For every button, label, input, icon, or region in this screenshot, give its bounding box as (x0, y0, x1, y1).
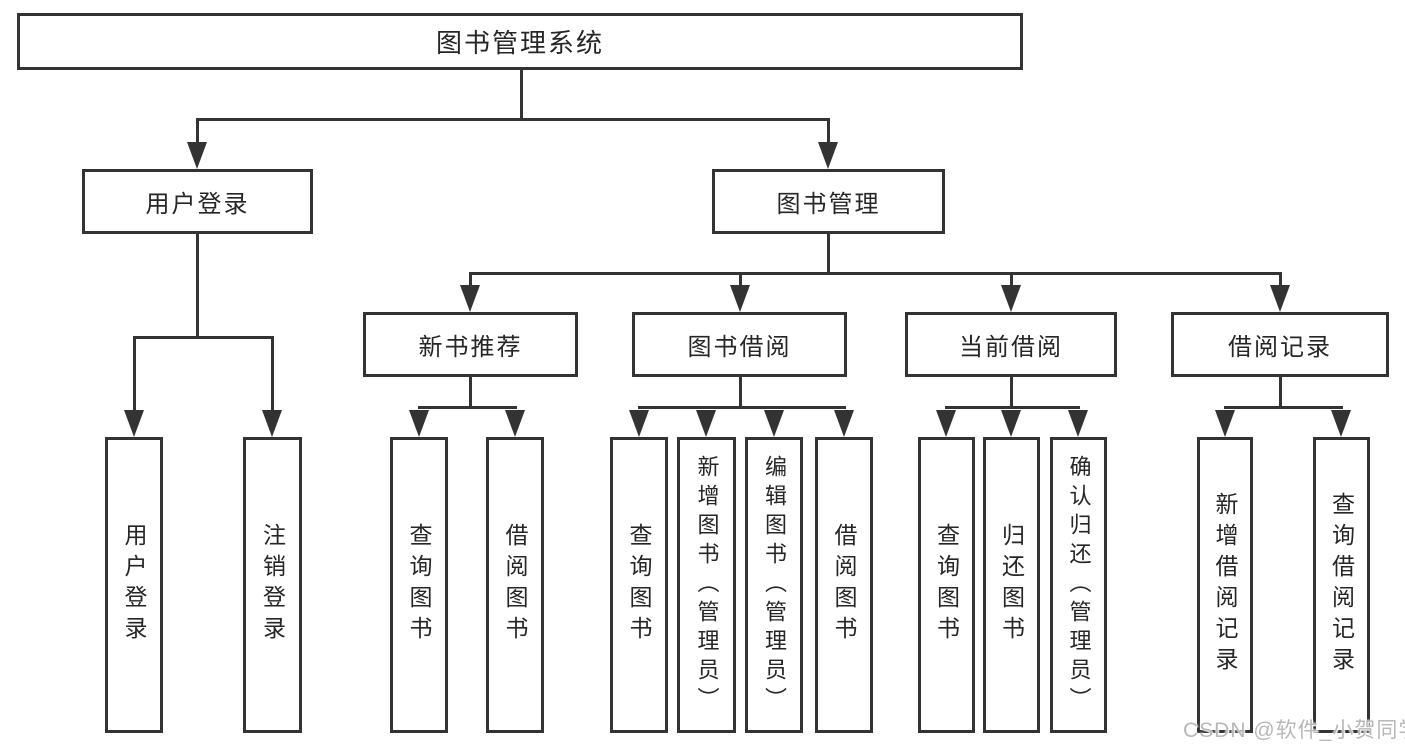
leaf-return-books: 归还图书 (983, 437, 1040, 733)
arrow-down-icon (505, 410, 525, 437)
watermark-csdn: CSDN @软件_小贺同学 (1183, 719, 1405, 742)
connector-line (469, 272, 472, 287)
arrow-down-icon (1001, 285, 1021, 312)
leaf-add-book-admin: 新增图书（管理员） (677, 437, 736, 733)
leaf-query-books-2: 查询图书 (610, 437, 668, 733)
arrow-down-icon (1068, 410, 1088, 437)
node-library-management-system: 图书管理系统 (17, 13, 1023, 70)
connector-line (1010, 375, 1013, 408)
connector-line (469, 272, 1282, 275)
connector-line (196, 118, 830, 121)
leaf-borrow-books-1: 借阅图书 (486, 437, 544, 733)
arrow-down-icon (834, 410, 854, 437)
connector-line (1279, 375, 1282, 408)
leaf-confirm-return-admin: 确认归还（管理员） (1050, 437, 1107, 733)
connector-line (469, 375, 472, 408)
node-book-management: 图书管理 (712, 169, 945, 234)
arrow-down-icon (409, 410, 429, 437)
connector-line (196, 232, 199, 338)
leaf-borrow-books-2: 借阅图书 (815, 437, 873, 733)
connector-line (1224, 406, 1343, 409)
arrow-down-icon (187, 142, 207, 169)
connector-line (739, 375, 742, 408)
arrow-down-icon (818, 142, 838, 169)
connector-line (739, 272, 742, 287)
arrow-down-icon (1215, 410, 1235, 437)
connector-line (827, 118, 830, 144)
connector-line (638, 406, 846, 409)
connector-line (1010, 272, 1013, 287)
connector-line (271, 336, 274, 412)
connector-line (133, 336, 274, 339)
arrow-down-icon (730, 285, 750, 312)
node-current-borrowing: 当前借阅 (905, 312, 1117, 377)
connector-line (196, 118, 199, 144)
arrow-down-icon (629, 410, 649, 437)
arrow-down-icon (124, 410, 144, 437)
node-user-login: 用户登录 (82, 169, 313, 234)
arrow-down-icon (262, 410, 282, 437)
leaf-add-borrow-record: 新增借阅记录 (1197, 437, 1253, 733)
leaf-logout: 注销登录 (243, 437, 302, 733)
connector-line (520, 67, 523, 119)
connector-line (945, 406, 1080, 409)
leaf-query-borrow-record: 查询借阅记录 (1313, 437, 1370, 733)
node-new-book-recommendation: 新书推荐 (363, 312, 578, 377)
leaf-user-login: 用户登录 (105, 437, 163, 733)
arrow-down-icon (1001, 410, 1021, 437)
arrow-down-icon (1331, 410, 1351, 437)
arrow-down-icon (460, 285, 480, 312)
node-book-borrowing: 图书借阅 (632, 312, 847, 377)
leaf-edit-book-admin: 编辑图书（管理员） (745, 437, 803, 733)
arrow-down-icon (696, 410, 716, 437)
arrow-down-icon (1270, 285, 1290, 312)
connector-line (133, 336, 136, 412)
connector-line (827, 232, 830, 274)
arrow-down-icon (764, 410, 784, 437)
connector-line (1279, 272, 1282, 287)
leaf-query-books-3: 查询图书 (918, 437, 975, 733)
leaf-query-books-1: 查询图书 (390, 437, 448, 733)
connector-line (418, 406, 517, 409)
arrow-down-icon (936, 410, 956, 437)
node-borrowing-records: 借阅记录 (1171, 312, 1389, 377)
